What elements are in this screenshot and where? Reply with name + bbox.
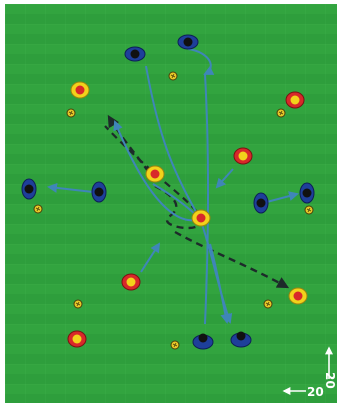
player-yellow-icon <box>71 82 89 98</box>
player-red-icon <box>234 148 252 164</box>
player-blue-icon <box>22 179 36 199</box>
player-blue-icon <box>300 183 314 203</box>
player-red-icon <box>122 274 140 290</box>
player-blue-icon <box>125 47 145 61</box>
scale-horizontal-label: 20 <box>307 385 324 399</box>
player-yellow-icon <box>146 166 164 182</box>
ball-icon <box>67 109 75 117</box>
ball-icon <box>305 206 313 214</box>
player-yellow-icon <box>192 210 210 226</box>
player-yellow-icon <box>289 288 307 304</box>
ball-icon <box>277 109 285 117</box>
player-blue-icon <box>254 193 268 213</box>
player-blue-icon <box>92 182 106 202</box>
ball-icon <box>171 341 179 349</box>
ball-icon <box>264 300 272 308</box>
ball-icon <box>34 205 42 213</box>
player-blue-icon <box>178 35 198 49</box>
player-red-icon <box>286 92 304 108</box>
pitch-drawing: 20 20 <box>5 4 337 403</box>
ball-icon <box>74 300 82 308</box>
training-pitch: 20 20 <box>5 4 337 403</box>
scale-vertical-label: 20 <box>323 372 337 389</box>
ball-icon <box>169 72 177 80</box>
player-red-icon <box>68 331 86 347</box>
